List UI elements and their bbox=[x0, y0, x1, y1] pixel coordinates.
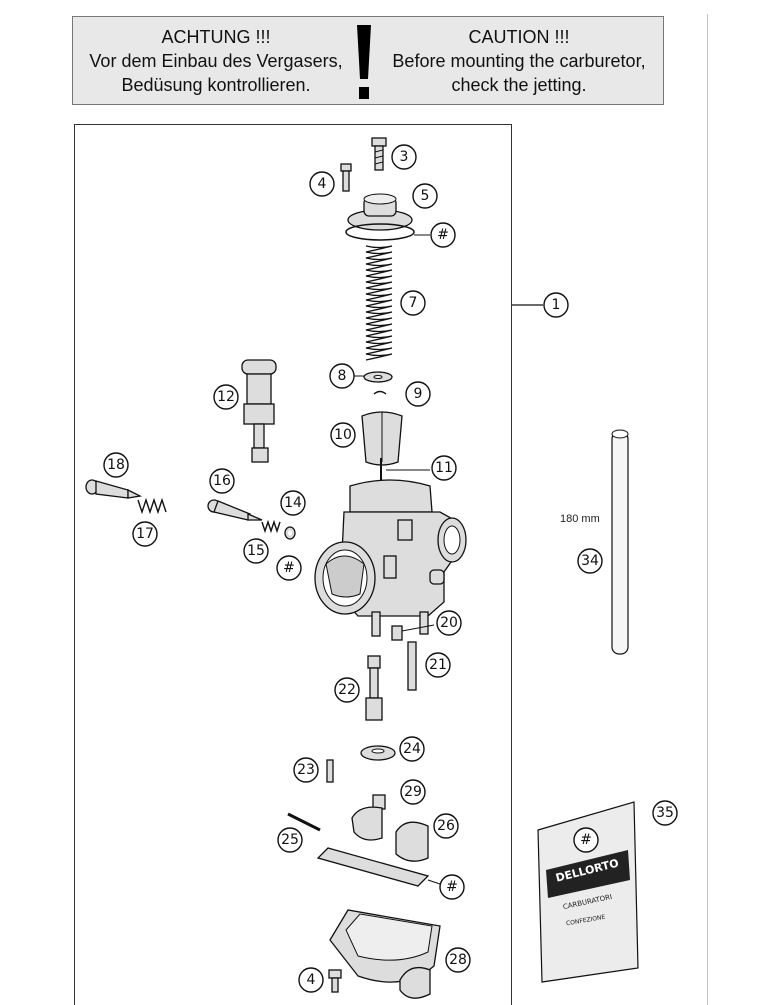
svg-text:24: 24 bbox=[403, 741, 421, 757]
callout-18: 18 bbox=[103, 452, 129, 478]
caution-en-title: CAUTION !!! bbox=[468, 27, 570, 47]
part-18-idle-screw bbox=[85, 479, 143, 499]
part-25-pin bbox=[287, 812, 321, 832]
callout-15: 15 bbox=[243, 538, 269, 564]
caution-german: ACHTUNG !!! Vor dem Einbau des Vergasers… bbox=[81, 25, 351, 97]
part-16-mixture-screw bbox=[207, 499, 263, 521]
callout-23: 23 bbox=[293, 757, 319, 783]
callout-1: 1 bbox=[543, 292, 569, 318]
callout-5: 5 bbox=[412, 183, 438, 209]
svg-text:16: 16 bbox=[213, 473, 231, 489]
svg-text:4: 4 bbox=[318, 176, 327, 192]
callout-21: 21 bbox=[425, 652, 451, 678]
callout-20: 20 bbox=[436, 610, 462, 636]
part-22-needle-jet bbox=[365, 655, 383, 721]
svg-text:9: 9 bbox=[414, 386, 423, 402]
part-35-jet-bag bbox=[537, 801, 639, 983]
part-4-screw bbox=[340, 163, 352, 192]
part-1-carburetor-body bbox=[314, 479, 467, 637]
callout-8: 8 bbox=[329, 363, 355, 389]
svg-text:35: 35 bbox=[656, 805, 674, 821]
svg-text:23: 23 bbox=[297, 762, 315, 778]
callout-16: 16 bbox=[209, 468, 235, 494]
caution-en-line1: Before mounting the carburetor, bbox=[392, 51, 646, 71]
svg-text:20: 20 bbox=[440, 615, 458, 631]
part-7-spring bbox=[365, 245, 393, 361]
svg-text:18: 18 bbox=[107, 457, 125, 473]
caution-english: CAUTION !!! Before mounting the carburet… bbox=[379, 25, 659, 97]
part-5-cover-cap bbox=[345, 193, 430, 241]
callout-35: 35 bbox=[652, 800, 678, 826]
callout-17: 17 bbox=[132, 521, 158, 547]
svg-text:#: # bbox=[437, 227, 449, 243]
callout-7: 7 bbox=[400, 290, 426, 316]
svg-text:21: 21 bbox=[429, 657, 447, 673]
part-4-screw-lower bbox=[328, 969, 342, 993]
svg-text:3: 3 bbox=[400, 149, 409, 165]
caution-en-line2: check the jetting. bbox=[451, 75, 587, 95]
svg-text:28: 28 bbox=[449, 952, 467, 968]
part-28-float-bowl bbox=[329, 909, 441, 999]
callout-25: 25 bbox=[277, 827, 303, 853]
callout-24: 24 bbox=[399, 736, 425, 762]
part-9-clip bbox=[373, 390, 387, 395]
svg-text:22: 22 bbox=[338, 682, 356, 698]
callout-hash-2: # bbox=[276, 555, 302, 581]
svg-text:17: 17 bbox=[136, 526, 154, 542]
part-15-spring bbox=[261, 519, 281, 534]
callout-hash-1: # bbox=[430, 222, 456, 248]
svg-text:10: 10 bbox=[334, 427, 352, 443]
callout-hash-4: # bbox=[573, 827, 599, 853]
caution-box: ACHTUNG !!! Vor dem Einbau des Vergasers… bbox=[72, 16, 664, 105]
svg-text:4: 4 bbox=[307, 972, 316, 988]
svg-text:#: # bbox=[446, 879, 458, 895]
callout-10: 10 bbox=[330, 422, 356, 448]
part-21-jet-needle bbox=[407, 641, 417, 691]
part-26-float bbox=[316, 806, 441, 887]
svg-text:8: 8 bbox=[338, 368, 347, 384]
part-34-tube bbox=[611, 429, 629, 655]
svg-text:15: 15 bbox=[247, 543, 265, 559]
part-23-float-needle bbox=[326, 759, 334, 783]
callout-hash-3: # bbox=[439, 874, 465, 900]
part-20-jet bbox=[391, 625, 403, 641]
page-margin-rule bbox=[707, 14, 708, 1005]
svg-text:26: 26 bbox=[437, 818, 455, 834]
callout-26: 26 bbox=[433, 813, 459, 839]
svg-text:7: 7 bbox=[409, 295, 418, 311]
exclamation-icon bbox=[357, 25, 371, 99]
callout-3: 3 bbox=[391, 144, 417, 170]
svg-text:25: 25 bbox=[281, 832, 299, 848]
svg-text:12: 12 bbox=[217, 389, 235, 405]
svg-text:11: 11 bbox=[435, 460, 453, 476]
callout-29: 29 bbox=[400, 779, 426, 805]
callout-4-lower: 4 bbox=[298, 967, 324, 993]
callout-12: 12 bbox=[213, 384, 239, 410]
svg-text:#: # bbox=[580, 832, 592, 848]
tube-length-label: 180 mm bbox=[560, 513, 600, 525]
callout-22: 22 bbox=[334, 677, 360, 703]
callout-14: 14 bbox=[280, 490, 306, 516]
caution-de-line1: Vor dem Einbau des Vergasers, bbox=[89, 51, 343, 71]
caution-de-title: ACHTUNG !!! bbox=[161, 27, 271, 47]
callout-11: 11 bbox=[431, 455, 457, 481]
carburetor-assembly-frame bbox=[74, 124, 512, 1005]
callout-28: 28 bbox=[445, 947, 471, 973]
caution-de-line2: Bedüsung kontrollieren. bbox=[121, 75, 311, 95]
part-10-throttle-slide bbox=[361, 411, 403, 466]
svg-text:#: # bbox=[283, 560, 295, 576]
svg-text:29: 29 bbox=[404, 784, 422, 800]
callout-34: 34 bbox=[577, 548, 603, 574]
svg-text:14: 14 bbox=[284, 495, 302, 511]
svg-text:1: 1 bbox=[552, 297, 561, 313]
part-3-bolt bbox=[371, 137, 387, 171]
svg-text:34: 34 bbox=[581, 553, 599, 569]
part-17-spring bbox=[137, 497, 167, 515]
callout-9: 9 bbox=[405, 381, 431, 407]
part-12-choke bbox=[241, 359, 277, 463]
svg-text:5: 5 bbox=[421, 188, 430, 204]
callout-4: 4 bbox=[309, 171, 335, 197]
